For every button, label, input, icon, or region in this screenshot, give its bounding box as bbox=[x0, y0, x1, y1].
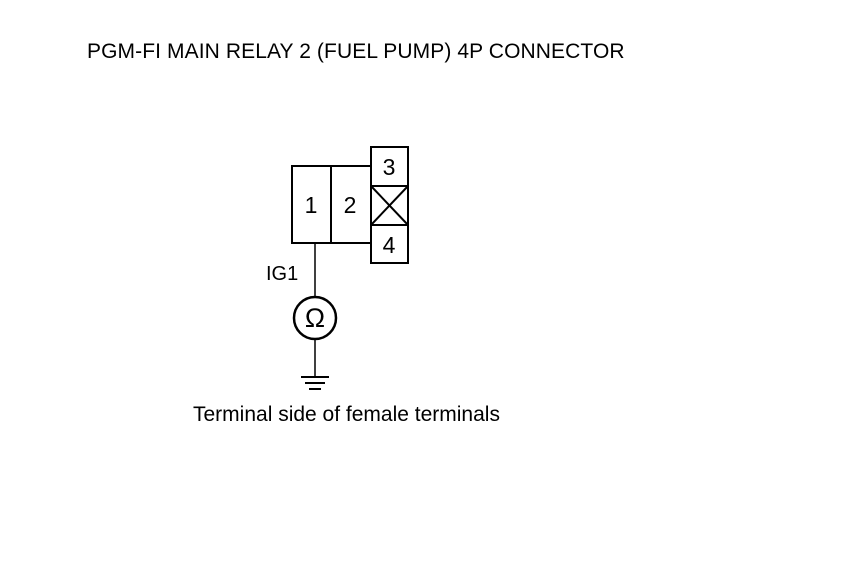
wire-label: IG1 bbox=[266, 263, 298, 285]
connector-right-column bbox=[370, 146, 409, 264]
terminal-3-label: 3 bbox=[383, 154, 396, 180]
blank-cavity-cross-b bbox=[370, 185, 409, 226]
diagram-caption: Terminal side of female terminals bbox=[193, 403, 500, 426]
ohm-symbol: Ω bbox=[305, 303, 325, 333]
terminal-1-label: 1 bbox=[305, 192, 318, 218]
terminal-2-label: 2 bbox=[344, 192, 357, 218]
ground-icon bbox=[301, 376, 329, 390]
terminal-4-label: 4 bbox=[383, 232, 396, 258]
diagram-title: PGM-FI MAIN RELAY 2 (FUEL PUMP) 4P CONNE… bbox=[87, 40, 625, 63]
